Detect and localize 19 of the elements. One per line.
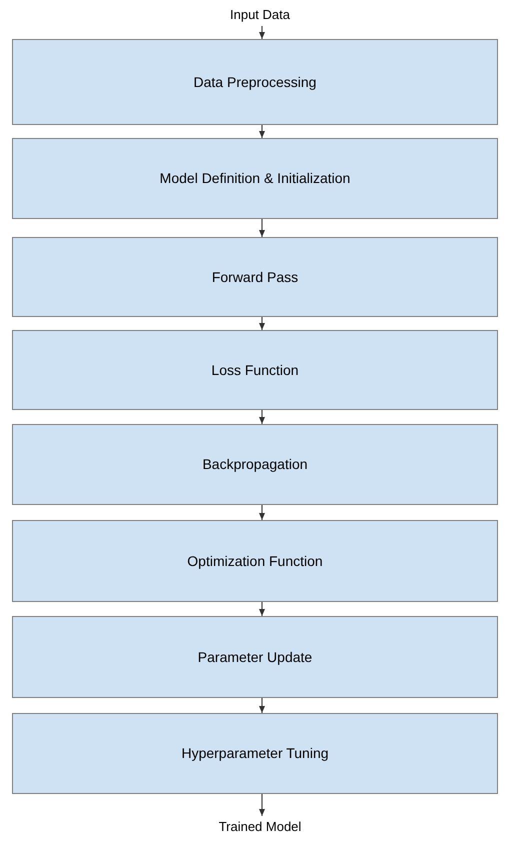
arrow xyxy=(259,602,265,616)
arrow xyxy=(259,698,265,714)
process-box: Parameter Update xyxy=(12,616,498,698)
arrow xyxy=(259,504,265,520)
process-box: Data Preprocessing xyxy=(12,39,498,125)
process-box: Hyperparameter Tuning xyxy=(12,713,498,794)
process-box: Loss Function xyxy=(12,330,498,410)
process-box: Forward Pass xyxy=(12,237,498,317)
arrow xyxy=(259,410,265,424)
process-box: Model Definition & Initialization xyxy=(12,138,498,219)
terminal-label: Trained Model xyxy=(195,816,325,838)
arrow xyxy=(259,794,265,816)
arrow xyxy=(259,124,265,138)
terminal-label: Input Data xyxy=(205,4,315,26)
arrow xyxy=(259,316,265,330)
process-box: Backpropagation xyxy=(12,424,498,505)
process-box: Optimization Function xyxy=(12,520,498,602)
arrow xyxy=(259,218,265,238)
arrow xyxy=(259,26,265,40)
